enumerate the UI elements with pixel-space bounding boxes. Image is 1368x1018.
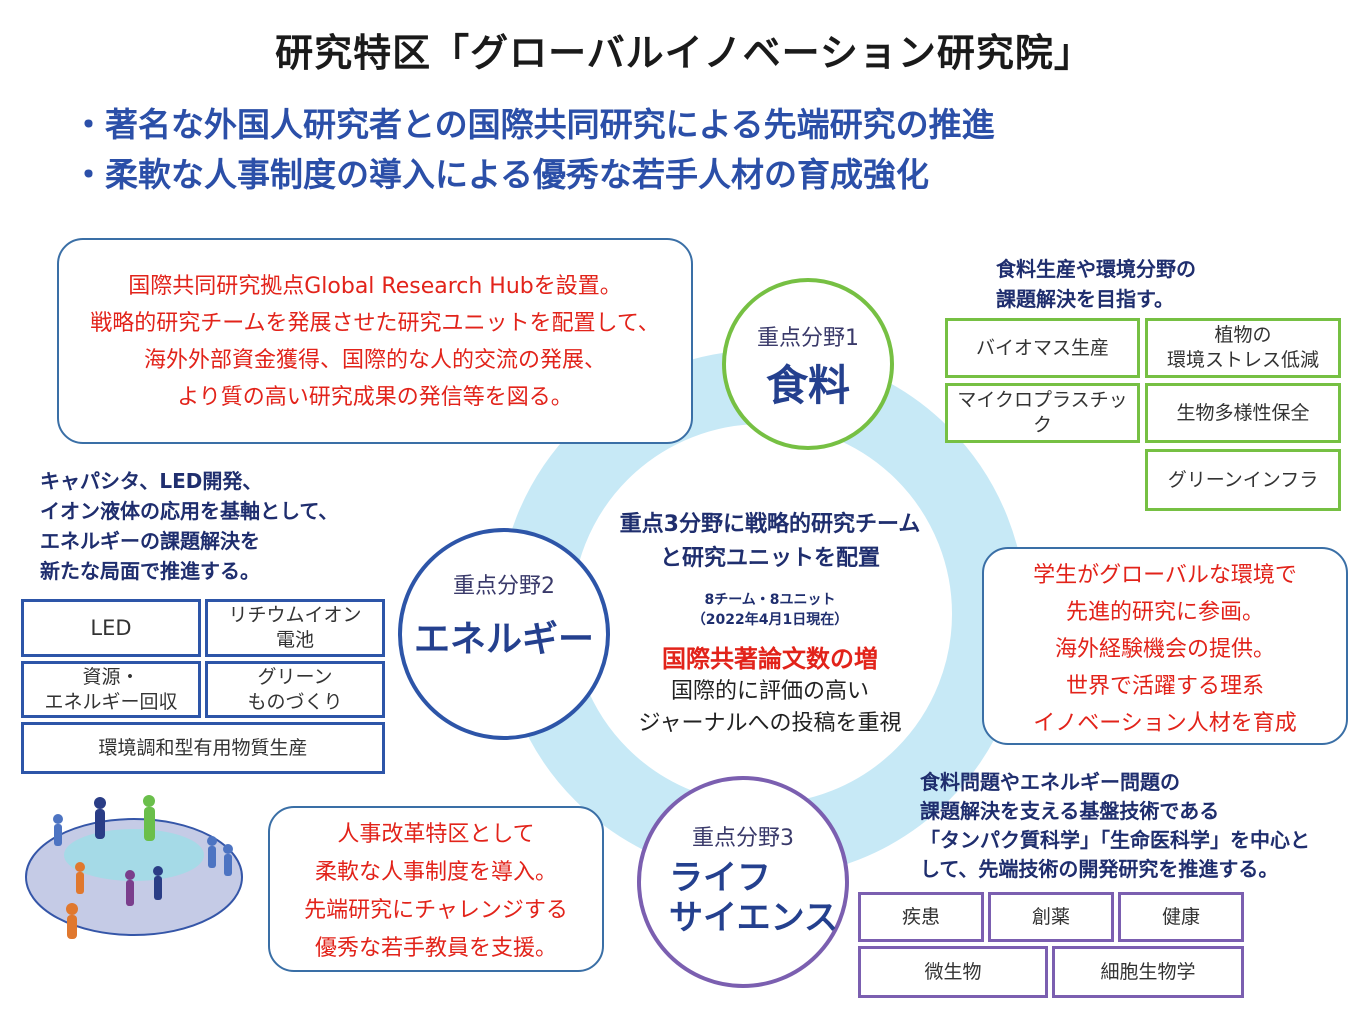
center-heading: 重点3分野に戦略的研究チーム bbox=[619, 512, 921, 537]
person-icon bbox=[143, 795, 155, 841]
as-of-date: （2022年4月1日現在） bbox=[691, 612, 849, 628]
food-tag: グリーンインフラ bbox=[1145, 449, 1341, 511]
people-illustration bbox=[25, 795, 243, 939]
goal-bullet: ・著名な外国人研究者との国際共同研究による先端研究の推進 bbox=[72, 105, 995, 144]
energy-note-line: 新たな局面で推進する。 bbox=[40, 559, 260, 583]
hr-line: 優秀な若手教員を支援。 bbox=[314, 936, 557, 961]
energy-circle: 重点分野2 エネルギー bbox=[398, 528, 610, 740]
life-tag: 健康 bbox=[1118, 892, 1244, 942]
life-tag: 微生物 bbox=[858, 946, 1048, 998]
energy-note-line: イオン液体の応用を基軸として、 bbox=[40, 499, 339, 523]
food-tag: 植物の 環境ストレス低減 bbox=[1145, 318, 1341, 378]
life-note-line: して、先端技術の開発研究を推進する。 bbox=[920, 857, 1279, 881]
person-icon bbox=[75, 862, 85, 894]
hub-description-box: 国際共同研究拠点Global Research Hubを設置。 戦略的研究チーム… bbox=[57, 238, 693, 444]
life-label: 重点分野3 bbox=[692, 826, 794, 851]
food-tag: バイオマス生産 bbox=[945, 318, 1140, 378]
life-tag: 創薬 bbox=[988, 892, 1114, 942]
food-tag: マイクロプラスチック bbox=[945, 383, 1140, 443]
energy-note-line: エネルギーの課題解決を bbox=[40, 529, 260, 553]
life-note-line: 食料問題やエネルギー問題の bbox=[920, 770, 1180, 794]
person-icon bbox=[94, 797, 106, 839]
person-icon bbox=[223, 844, 233, 876]
food-circle: 重点分野1 食料 bbox=[722, 278, 894, 450]
food-tag: 生物多様性保全 bbox=[1145, 383, 1341, 443]
student-line: 海外経験機会の提供。 bbox=[1054, 637, 1275, 662]
energy-tag: LED bbox=[21, 599, 201, 657]
energy-tag: グリーン ものづくり bbox=[205, 661, 385, 718]
student-description-box: 学生がグローバルな環境で 先進的研究に参画。 海外経験機会の提供。 世界で活躍す… bbox=[982, 547, 1348, 745]
food-note-line: 課題解決を目指す。 bbox=[996, 287, 1174, 311]
hub-line: 戦略的研究チームを発展させた研究ユニットを配置して、 bbox=[90, 311, 660, 336]
energy-tag: 環境調和型有用物質生産 bbox=[21, 722, 385, 774]
hub-line: 国際共同研究拠点Global Research Hubを設置。 bbox=[128, 274, 622, 299]
food-note-line: 食料生産や環境分野の bbox=[996, 257, 1196, 281]
life-name-line: サイエンス bbox=[669, 898, 838, 938]
person-icon bbox=[207, 836, 217, 868]
team-count: 8チーム・8ユニット bbox=[704, 592, 836, 608]
life-note: 食料問題やエネルギー問題の 課題解決を支える基盤技術である 「タンパク質科学」「… bbox=[920, 768, 1310, 884]
highlight-text: 国際共著論文数の増 bbox=[662, 645, 878, 673]
person-icon bbox=[53, 814, 63, 846]
hub-line: より質の高い研究成果の発信等を図る。 bbox=[177, 385, 573, 410]
life-note-line: 「タンパク質科学」「生命医科学」を中心と bbox=[920, 828, 1310, 852]
student-line: 先進的研究に参画。 bbox=[1065, 600, 1264, 625]
center-desc: ジャーナルへの投稿を重視 bbox=[638, 711, 902, 736]
hr-line: 人事改革特区として bbox=[337, 822, 535, 847]
food-name: 食料 bbox=[765, 361, 850, 410]
energy-note-line: キャパシタ、LED開発、 bbox=[40, 469, 263, 493]
student-line: イノベーション人材を育成 bbox=[1033, 711, 1297, 736]
hub-line: 海外外部資金獲得、国際的な人的交流の発展、 bbox=[143, 348, 606, 373]
life-name: ライフ サイエンス bbox=[669, 858, 838, 938]
energy-name: エネルギー bbox=[413, 619, 594, 660]
life-tag: 疾患 bbox=[858, 892, 984, 942]
life-note-line: 課題解決を支える基盤技術である bbox=[920, 799, 1220, 823]
hr-description-box: 人事改革特区として 柔軟な人事制度を導入。 先端研究にチャレンジする 優秀な若手… bbox=[268, 806, 604, 972]
food-label: 重点分野1 bbox=[757, 326, 859, 351]
page-title: 研究特区「グローバルイノベーション研究院」 bbox=[275, 31, 1093, 75]
goal-bullets: ・著名な外国人研究者との国際共同研究による先端研究の推進 ・柔軟な人事制度の導入… bbox=[72, 100, 995, 200]
student-line: 学生がグローバルな環境で bbox=[1033, 563, 1297, 588]
hr-line: 柔軟な人事制度を導入。 bbox=[314, 860, 557, 885]
life-name-line: ライフ bbox=[669, 858, 771, 898]
energy-label: 重点分野2 bbox=[453, 574, 555, 599]
student-line: 世界で活躍する理系 bbox=[1065, 674, 1264, 699]
energy-note: キャパシタ、LED開発、 イオン液体の応用を基軸として、 エネルギーの課題解決を… bbox=[40, 466, 338, 586]
hr-line: 先端研究にチャレンジする bbox=[304, 898, 568, 923]
center-heading: と研究ユニットを配置 bbox=[659, 546, 880, 571]
life-science-circle: 重点分野3 ライフ サイエンス bbox=[637, 776, 849, 988]
person-icon bbox=[66, 903, 78, 939]
center-summary: 重点3分野に戦略的研究チーム と研究ユニットを配置 8チーム・8ユニット （20… bbox=[560, 508, 980, 740]
food-note: 食料生産や環境分野の 課題解決を目指す。 bbox=[996, 254, 1196, 314]
energy-tag: リチウムイオン 電池 bbox=[205, 599, 385, 657]
person-icon bbox=[125, 870, 135, 906]
person-icon bbox=[153, 866, 163, 900]
goal-bullet: ・柔軟な人事制度の導入による優秀な若手人材の育成強化 bbox=[72, 155, 930, 194]
energy-tag: 資源・ エネルギー回収 bbox=[21, 661, 201, 718]
center-desc: 国際的に評価の高い bbox=[670, 679, 869, 704]
life-tag: 細胞生物学 bbox=[1052, 946, 1244, 998]
